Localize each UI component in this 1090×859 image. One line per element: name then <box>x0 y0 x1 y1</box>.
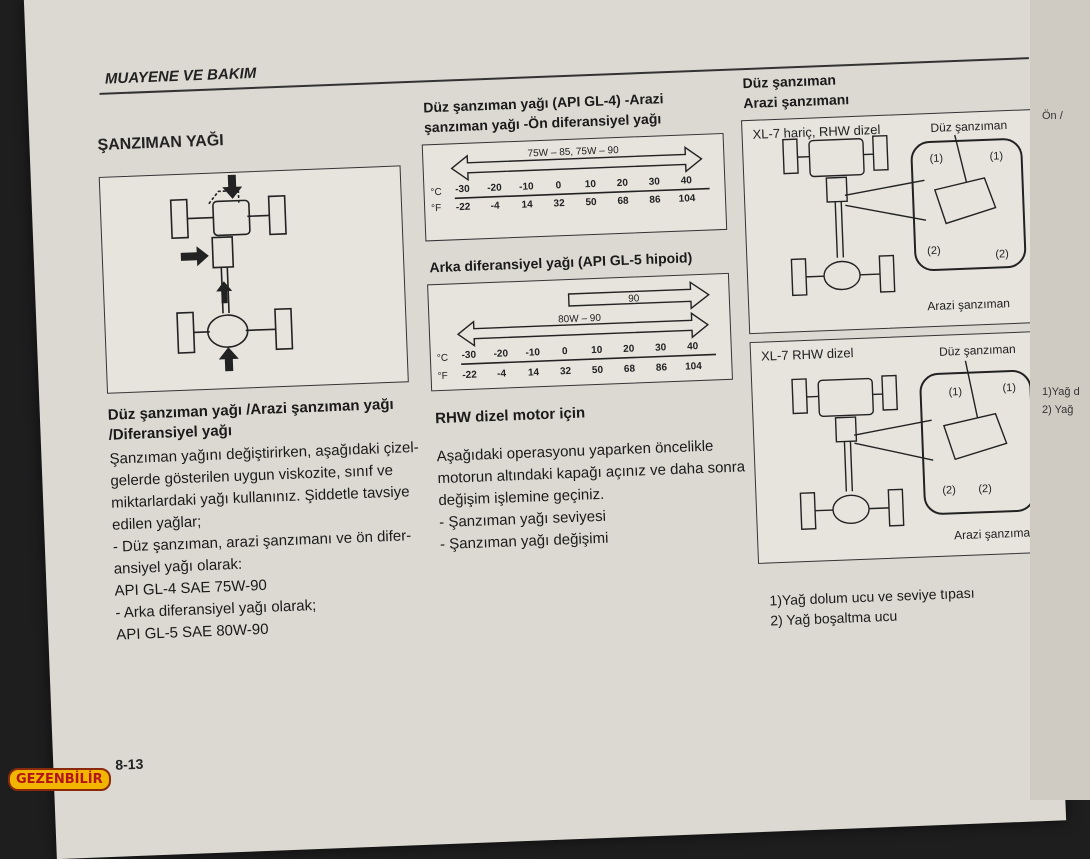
fahrenheit-tick: -4 <box>490 201 500 212</box>
transmission-diagram-1: XL-7 hariç, RHW dizel Düz şanzıman <box>741 109 1041 334</box>
drivetrain-illustration <box>100 166 408 392</box>
duz-label: Düz şanzıman <box>939 342 1016 359</box>
duz-label: Düz şanzıman <box>930 118 1007 135</box>
callout-1: (1) <box>1002 382 1016 395</box>
celsius-tick: -30 <box>461 350 476 362</box>
next-page-edge: Ön / 1)Yağ d 2) Yağ <box>1030 0 1090 800</box>
celsius-tick: 30 <box>655 342 667 353</box>
celsius-tick: -20 <box>487 182 502 194</box>
callout-2: (2) <box>995 248 1009 261</box>
callout-2: (2) <box>978 483 992 496</box>
page-number: 8-13 <box>115 756 144 773</box>
callout-2: (2) <box>927 245 941 258</box>
callout-1: (1) <box>929 153 943 166</box>
celsius-tick: -20 <box>493 348 508 360</box>
page-header: MUAYENE VE BAKIM <box>105 65 257 88</box>
fahrenheit-tick: 104 <box>685 361 703 373</box>
fahrenheit-tick: -22 <box>462 370 477 382</box>
left-subtitle-1: Düz şanzıman yağı /Arazi şanzıman yağı <box>107 394 394 427</box>
chart2-range-bottom: 80W – 90 <box>558 313 602 326</box>
fahrenheit-tick: 50 <box>592 365 604 376</box>
viscosity-chart-front: 75W – 85, 75W – 90 °C °F -30 -20 -10 0 1… <box>422 133 728 242</box>
left-body-line: API GL-5 SAE 80W-90 <box>116 619 269 647</box>
fahrenheit-tick: 68 <box>624 364 636 375</box>
right-title-2: Arazi şanzımanı <box>743 88 850 114</box>
celsius-tick: 30 <box>649 176 661 187</box>
fahrenheit-tick: -4 <box>497 368 507 379</box>
fahrenheit-tick: 86 <box>649 194 661 205</box>
left-subtitle-2: /Diferansiyel yağı <box>108 420 232 447</box>
unit-c: °C <box>430 187 442 198</box>
viscosity-scale-1: 75W – 85, 75W – 90 °C °F -30 -20 -10 0 1… <box>423 134 726 240</box>
fahrenheit-tick: -22 <box>456 202 471 214</box>
viscosity-chart-rear: 90 80W – 90 °C °F -30 -20 -10 0 10 20 30… <box>427 273 733 392</box>
fahrenheit-tick: 68 <box>617 196 629 207</box>
manual-page: MUAYENE VE BAKIM ŞANZIMAN YAĞI <box>24 0 1066 859</box>
section-title: ŞANZIMAN YAĞI <box>97 132 224 155</box>
viscosity-scale-2: 90 80W – 90 °C °F -30 -20 -10 0 10 20 30… <box>428 274 732 390</box>
fahrenheit-tick: 104 <box>678 193 696 205</box>
fahrenheit-tick: 86 <box>656 362 668 373</box>
next-page-text: 1)Yağ d <box>1042 386 1080 398</box>
chart2-range-top: 90 <box>628 293 640 304</box>
drivetrain-arrow-diagram <box>99 165 409 393</box>
arazi-label: Arazi şanzıman <box>954 525 1037 542</box>
next-page-text: 2) Yağ <box>1042 404 1073 416</box>
celsius-tick: 20 <box>617 178 629 189</box>
rhw-title: RHW dizel motor için <box>435 402 586 430</box>
transmission-illustration-1: XL-7 hariç, RHW dizel Düz şanzıman <box>742 110 1040 333</box>
fahrenheit-tick: 32 <box>553 198 565 209</box>
celsius-tick: 40 <box>681 175 693 186</box>
unit-f: °F <box>431 203 442 214</box>
celsius-tick: -30 <box>455 184 470 196</box>
celsius-tick: 40 <box>687 341 699 352</box>
fahrenheit-tick: 32 <box>560 366 572 377</box>
fahrenheit-tick: 50 <box>585 197 597 208</box>
transmission-diagram-2: XL-7 RHW dizel Düz şanzıman <box>750 331 1050 564</box>
watermark-logo: GEZENBİLİR <box>8 768 111 791</box>
transmission-illustration-2: XL-7 RHW dizel Düz şanzıman <box>751 332 1049 563</box>
celsius-tick: -10 <box>519 181 534 193</box>
celsius-tick: 10 <box>591 345 603 356</box>
next-page-text: Ön / <box>1042 110 1063 122</box>
callout-1: (1) <box>989 150 1003 163</box>
celsius-tick: 10 <box>585 179 597 190</box>
callout-1: (1) <box>948 386 962 399</box>
callout-2: (2) <box>942 484 956 497</box>
celsius-tick: 20 <box>623 344 635 355</box>
chart2-title: Arka diferansiyel yağı (API GL-5 hipoid) <box>429 246 693 278</box>
arazi-label: Arazi şanzıman <box>927 296 1010 313</box>
unit-f: °F <box>437 371 448 382</box>
unit-c: °C <box>437 353 449 364</box>
diagram2-label: XL-7 RHW dizel <box>761 345 854 364</box>
legend-line-2: 2) Yağ boşaltma ucu <box>770 605 898 632</box>
celsius-tick: 0 <box>555 180 561 191</box>
celsius-tick: -10 <box>525 347 540 359</box>
celsius-tick: 0 <box>562 346 568 357</box>
fahrenheit-tick: 14 <box>521 199 533 210</box>
fahrenheit-tick: 14 <box>528 367 540 378</box>
